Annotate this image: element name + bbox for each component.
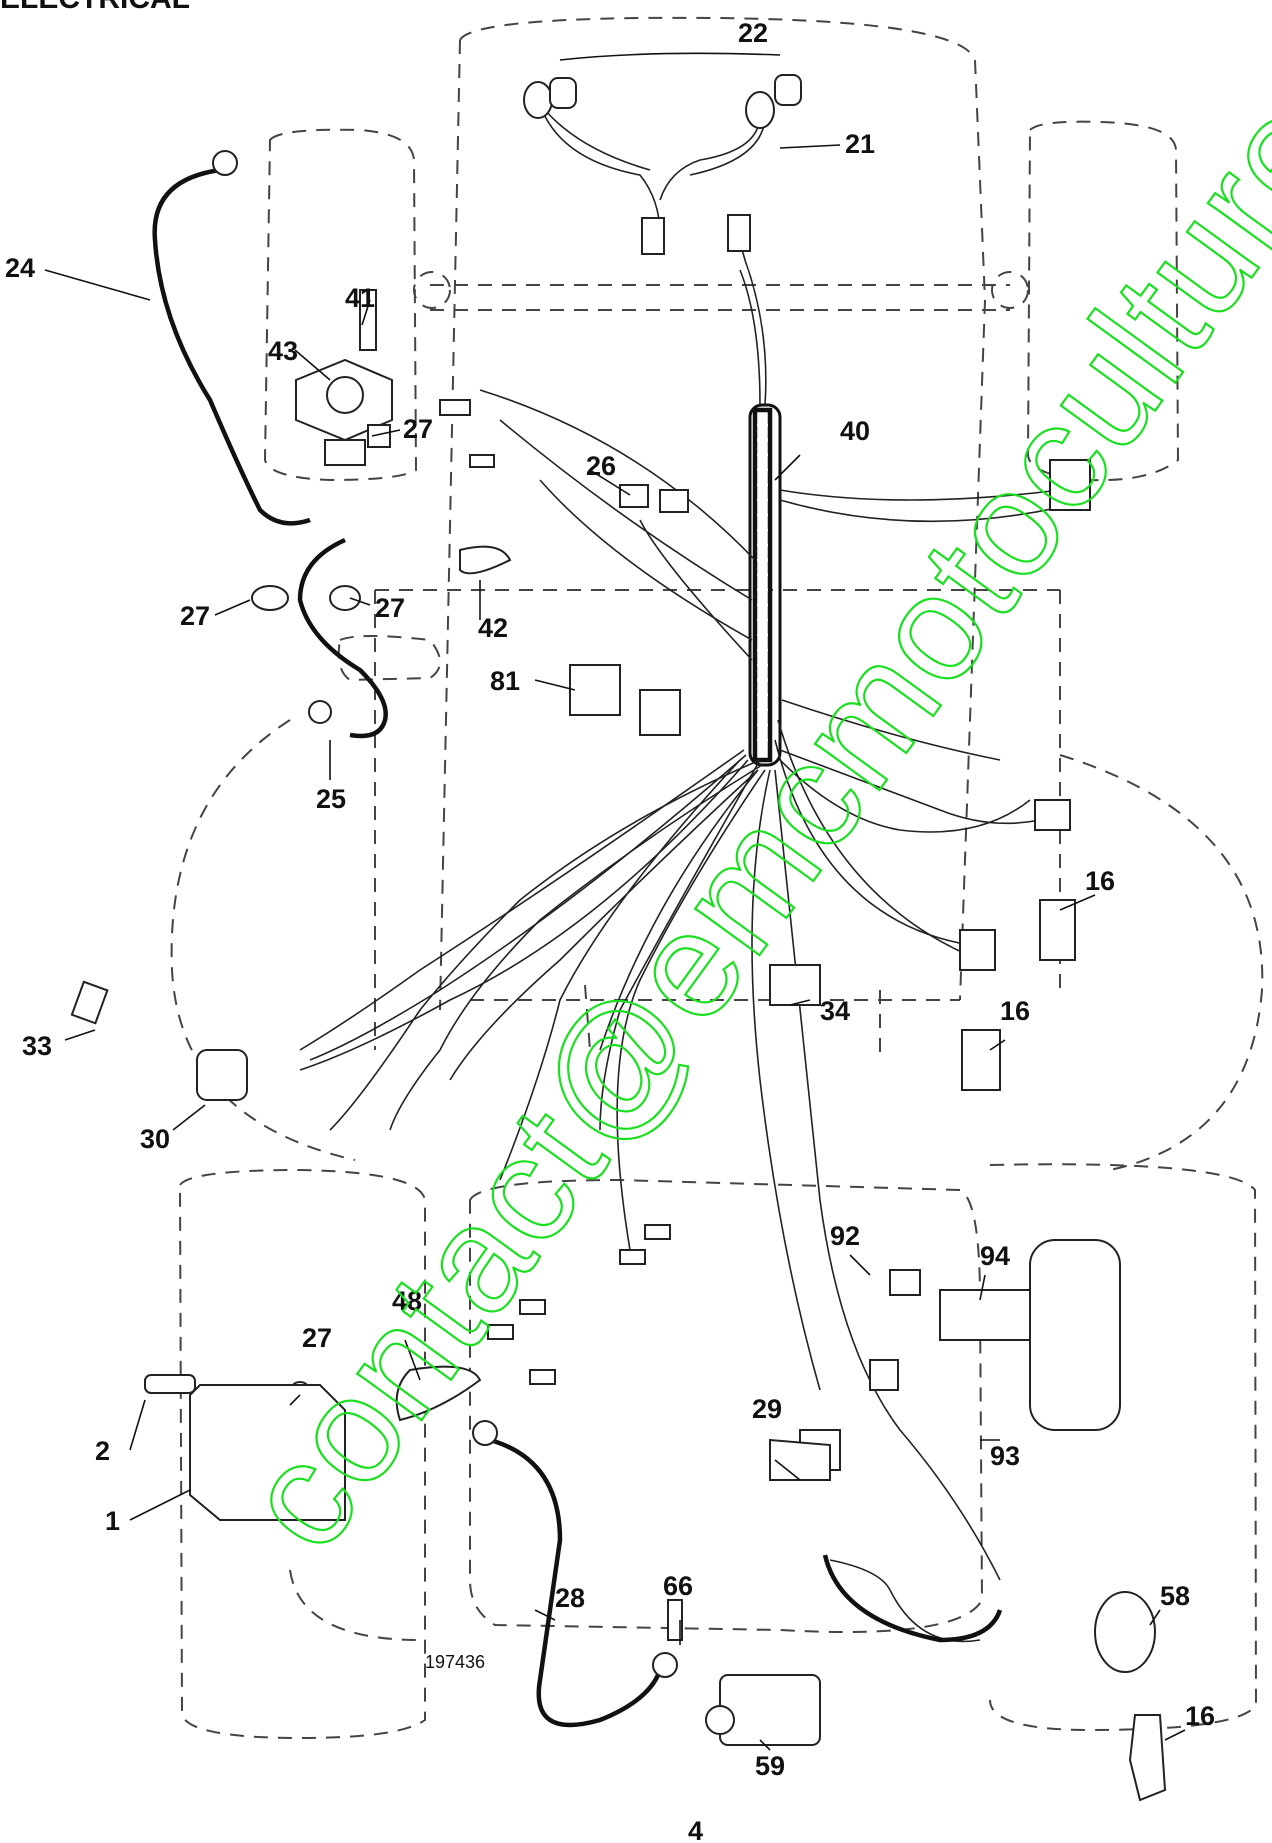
part-label-16-middle: 16 xyxy=(1000,996,1030,1026)
part-label-66: 66 xyxy=(663,1571,693,1601)
part-label-27-battery: 27 xyxy=(302,1323,332,1353)
part-label-92: 92 xyxy=(830,1221,860,1251)
part-label-1: 1 xyxy=(105,1506,120,1536)
part-label-40: 40 xyxy=(840,416,870,446)
part-label-59: 59 xyxy=(755,1751,785,1781)
components xyxy=(70,399,1167,1802)
part-label-58: 58 xyxy=(1160,1581,1190,1611)
part-label-27-top: 27 xyxy=(403,414,433,444)
part-label-27-right: 27 xyxy=(375,593,405,623)
diagram-title: ELECTRICAL xyxy=(0,0,190,15)
part-labels: 22 21 24 41 43 27 40 26 27 27 42 81 25 1… xyxy=(5,18,1215,1843)
page-number: 4 xyxy=(688,1816,703,1843)
part-label-16-upper: 16 xyxy=(1085,866,1115,896)
part-label-24: 24 xyxy=(5,253,35,283)
part-label-34: 34 xyxy=(820,996,850,1026)
part-label-93: 93 xyxy=(990,1441,1020,1471)
figure-id: 197436 xyxy=(425,1652,485,1672)
leader-lines xyxy=(44,52,1186,1751)
chassis-outline xyxy=(170,16,1264,1740)
part-label-42: 42 xyxy=(478,613,508,643)
part-label-48: 48 xyxy=(392,1286,422,1316)
part-label-16-lower: 16 xyxy=(1185,1701,1215,1731)
part-label-30: 30 xyxy=(140,1124,170,1154)
part-label-25: 25 xyxy=(316,784,346,814)
battery-cables xyxy=(152,150,678,1728)
part-label-43: 43 xyxy=(268,336,298,366)
part-label-29: 29 xyxy=(752,1394,782,1424)
part-label-22: 22 xyxy=(738,18,768,48)
part-label-41: 41 xyxy=(345,283,375,313)
part-label-27-left: 27 xyxy=(180,601,210,631)
part-label-33: 33 xyxy=(22,1031,52,1061)
part-label-21: 21 xyxy=(845,129,875,159)
part-label-2: 2 xyxy=(95,1436,110,1466)
part-label-81: 81 xyxy=(490,666,520,696)
solenoid-assembly xyxy=(251,289,393,1403)
part-label-26: 26 xyxy=(586,451,616,481)
part-label-94: 94 xyxy=(980,1241,1010,1271)
headlight-assembly xyxy=(523,74,802,255)
wiring-harness xyxy=(299,224,1071,1581)
part-label-28: 28 xyxy=(555,1583,585,1613)
